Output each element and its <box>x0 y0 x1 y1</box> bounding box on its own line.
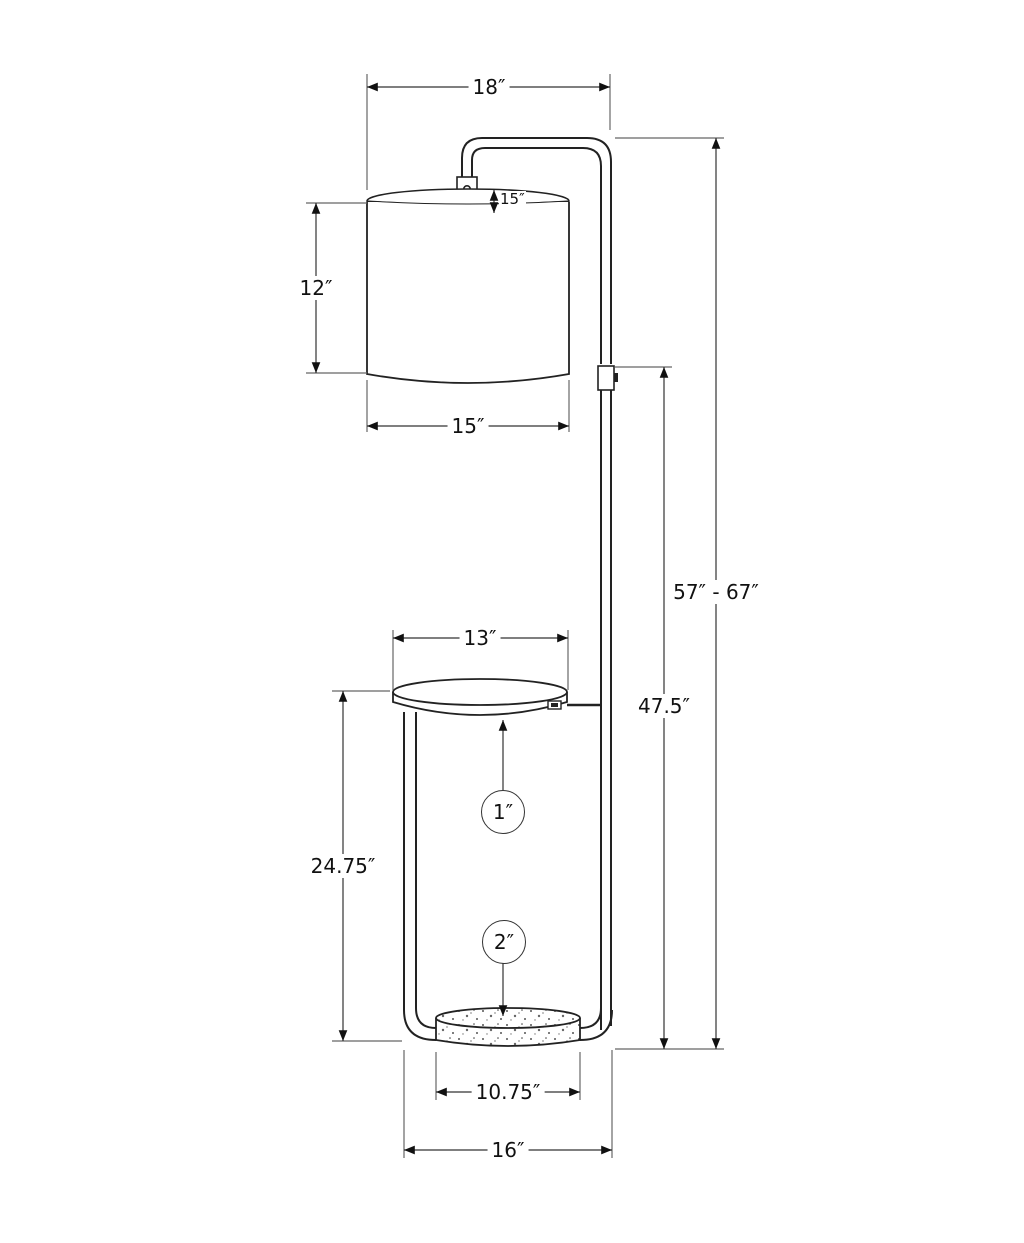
shelf-thickness-callout: 1″ <box>481 790 525 834</box>
base-thickness-callout: 2″ <box>482 920 526 964</box>
shelf-height-label: 24.75″ <box>306 854 380 878</box>
overall-width-label: 18″ <box>468 75 510 99</box>
adjust-height-label: 47.5″ <box>633 694 695 718</box>
overall-height-label: 57″ - 67″ <box>669 580 763 604</box>
lamp-shade <box>366 202 570 384</box>
shelf-frame <box>403 712 437 1041</box>
frame-width-label: 16″ <box>487 1138 529 1162</box>
shelf-width-label: 13″ <box>459 626 501 650</box>
height-adjust-collar <box>597 365 615 391</box>
shade-width-label: 15″ <box>447 414 489 438</box>
base-width-label: 10.75″ <box>471 1080 545 1104</box>
socket-height-label: 15″ <box>499 190 526 208</box>
lamp-drawing <box>366 137 618 1047</box>
lamp-arch <box>471 147 602 364</box>
shade-height-label: 12″ <box>295 276 337 300</box>
